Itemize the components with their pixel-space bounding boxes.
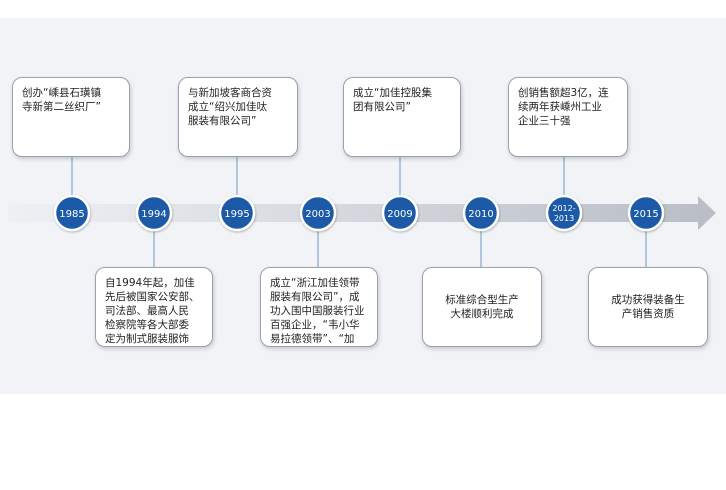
event-card-2012-2013: 创销售额超3亿，连 续两年获嵊州工业 企业三十强 [508, 77, 628, 157]
year-node-2012-2013: 2012-2013 [545, 194, 583, 232]
connector-lines [71, 157, 647, 267]
year-node-circle [627, 194, 665, 232]
year-node-2010: 2010 [462, 194, 500, 232]
year-label-1994: 1994 [141, 209, 166, 220]
year-node-circle [545, 194, 583, 232]
year-node-circle [299, 194, 337, 232]
event-card-2015: 成功获得装备生 产销售资质 [588, 267, 708, 347]
timeline-arrow [8, 196, 716, 230]
year-node-1985: 1985 [53, 194, 91, 232]
year-label-1995: 1995 [224, 209, 249, 220]
year-node-2003: 2003 [299, 194, 337, 232]
year-node-circle [135, 194, 173, 232]
year-label-1985: 1985 [59, 209, 84, 220]
year-node-2009: 2009 [381, 194, 419, 232]
event-card-1994: 自1994年起，加佳 先后被国家公安部、 司法部、最高人民 检察院等各大部委 定… [95, 267, 213, 347]
year-node-circle [218, 194, 256, 232]
year-node-2015: 2015 [627, 194, 665, 232]
event-card-2009: 成立“加佳控股集 团有限公司” [343, 77, 461, 157]
year-label-2003: 2003 [305, 209, 330, 220]
year-node-circle [462, 194, 500, 232]
year-label-2012-2013: 2012-2013 [552, 204, 575, 223]
year-node-circle [53, 194, 91, 232]
year-nodes: 1985 1994 1995 2003 2009 2010 2012-2013 2015 [53, 194, 665, 232]
year-node-1995: 1995 [218, 194, 256, 232]
year-node-circle [381, 194, 419, 232]
year-label-2015: 2015 [633, 209, 658, 220]
event-card-2003: 成立“浙江加佳领带 服装有限公司”，成 功入围中国服装行业 百强企业，“韦小华 … [260, 267, 378, 347]
year-node-1994: 1994 [135, 194, 173, 232]
year-label-2010: 2010 [468, 209, 493, 220]
event-card-2010: 标准综合型生产 大楼顺利完成 [422, 267, 542, 347]
event-card-1995: 与新加坡客商合资 成立“绍兴加佳呔 服装有限公司” [178, 77, 298, 157]
event-card-1985: 创办“嵊县石璜镇 寺新第二丝织厂” [12, 77, 130, 157]
year-label-2009: 2009 [387, 209, 412, 220]
